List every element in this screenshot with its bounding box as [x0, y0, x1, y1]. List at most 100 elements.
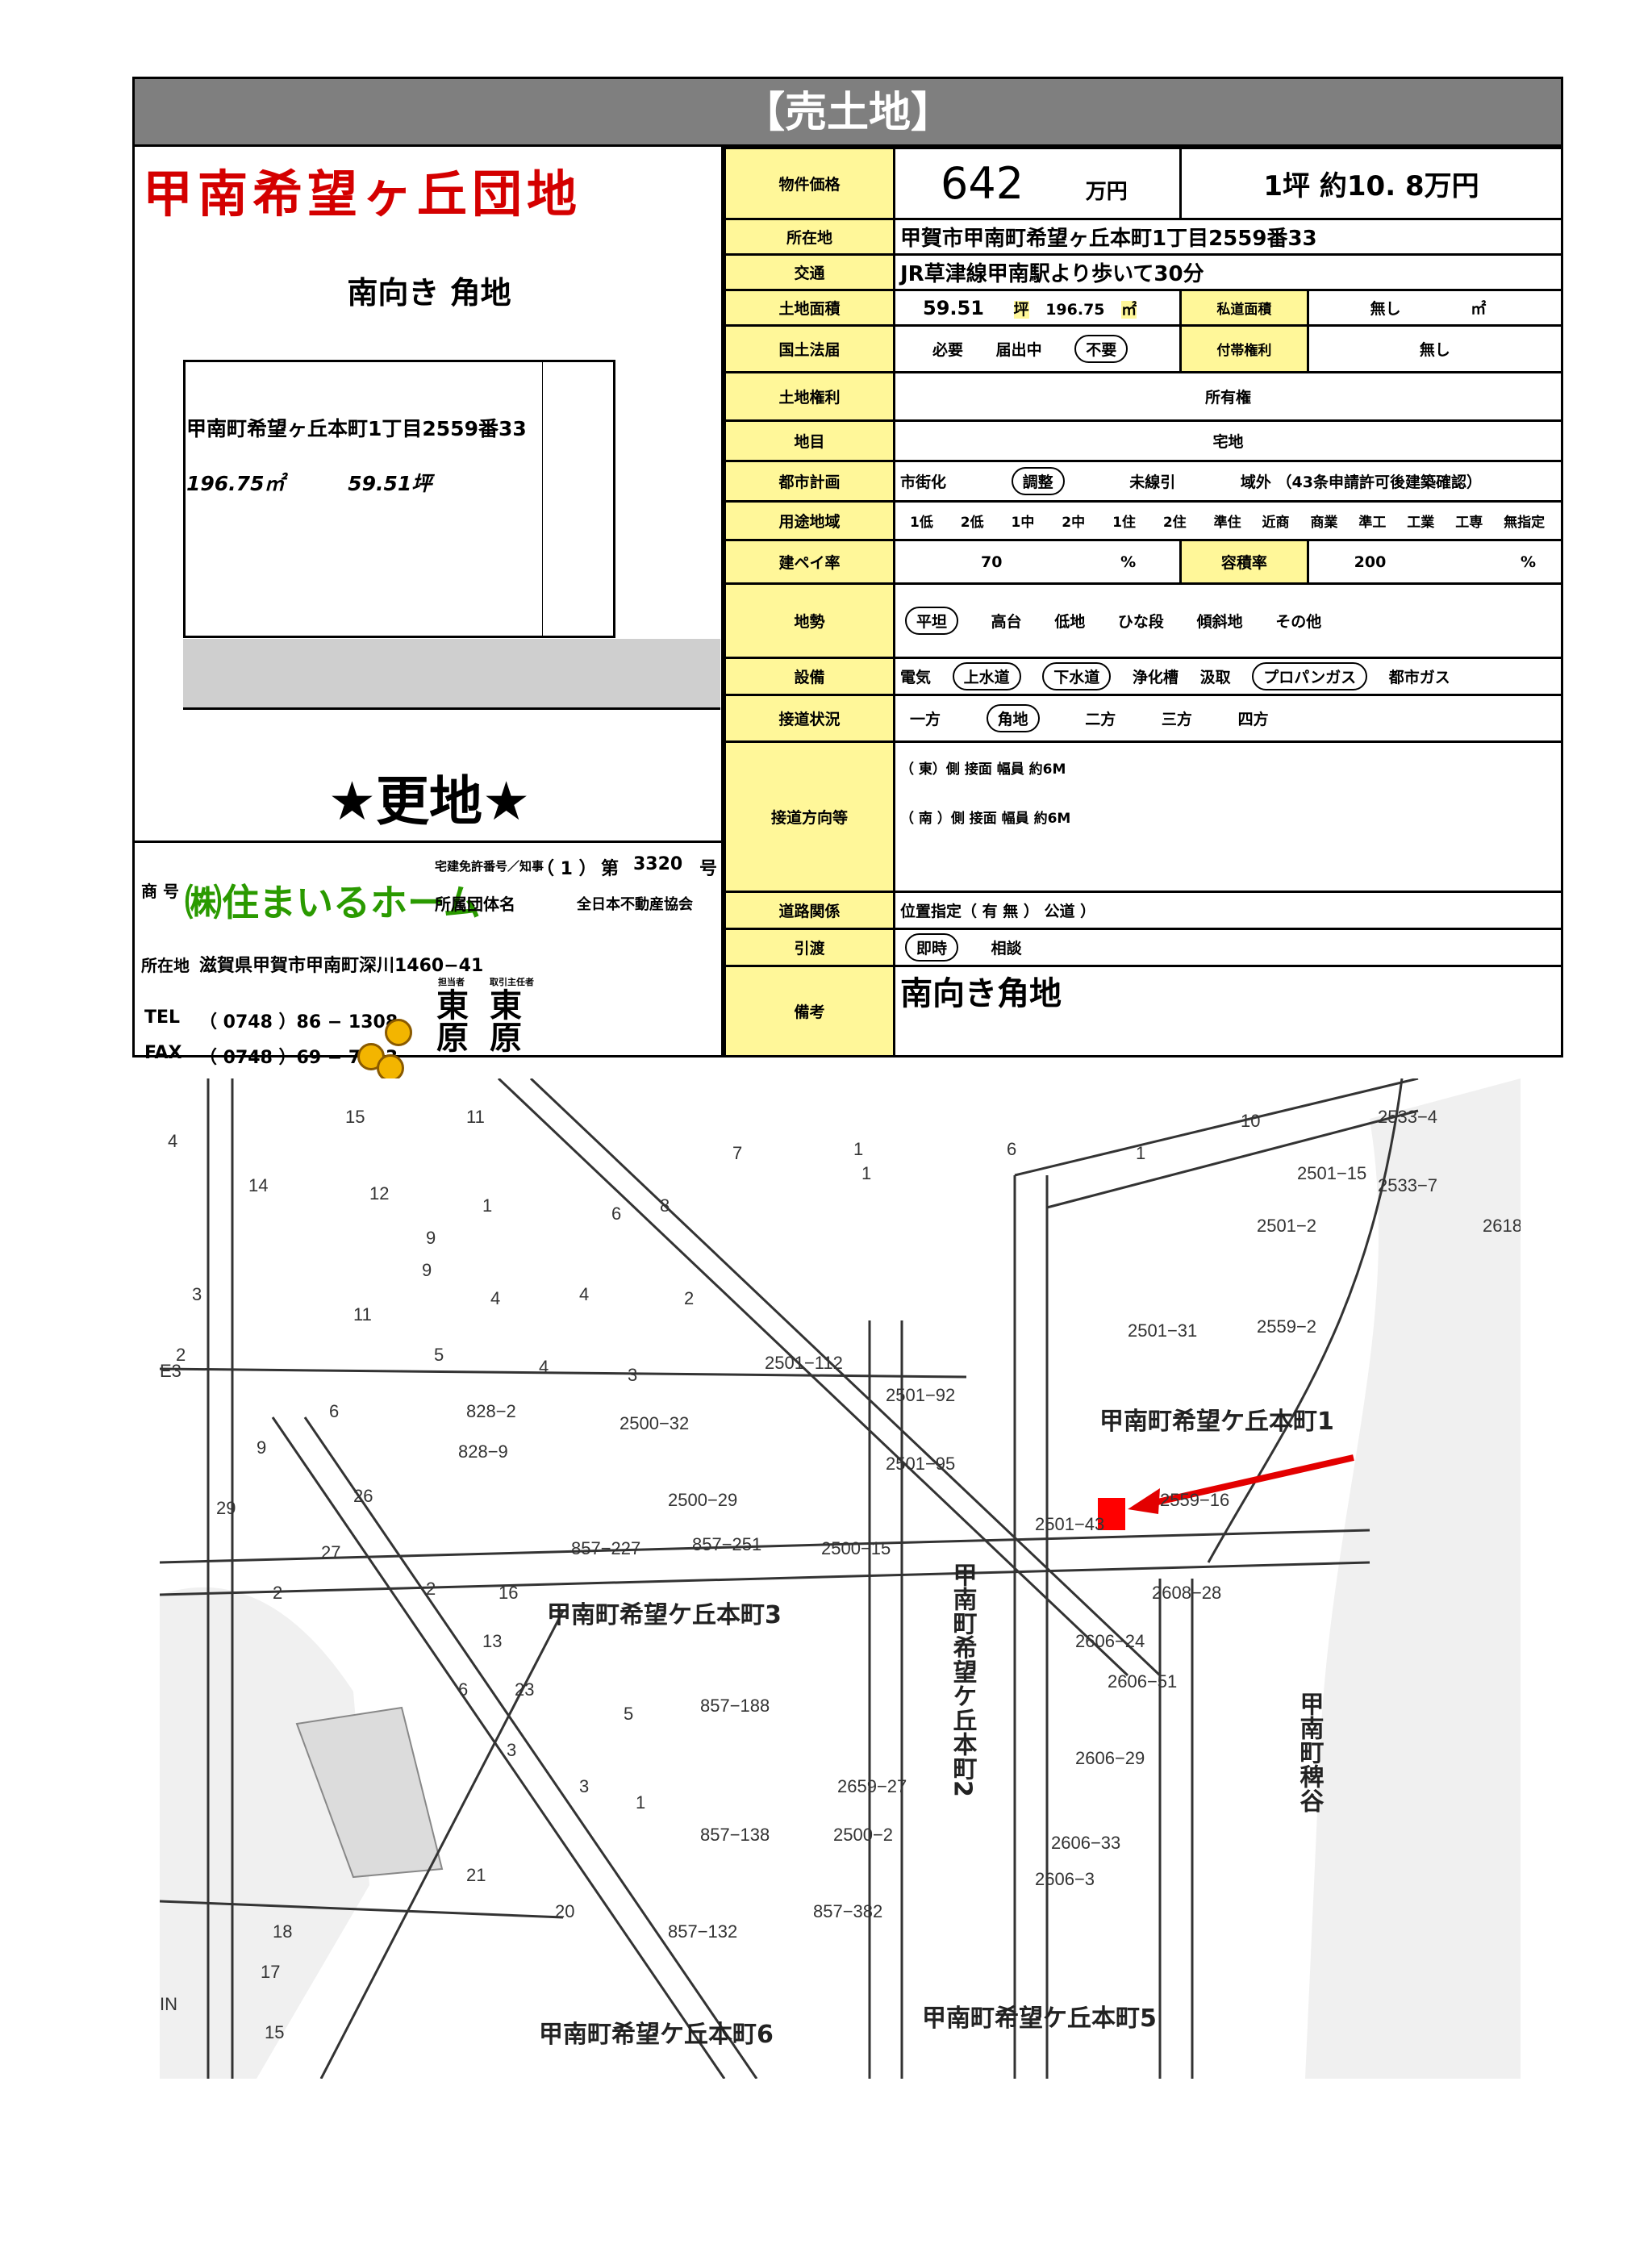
- map-area-label-vertical: 甲南町稗谷: [1295, 1692, 1325, 1813]
- development-title: 甲南希望ヶ丘団地: [143, 165, 582, 223]
- toshi-option: 市街化: [900, 473, 947, 491]
- map-lot-label: 2: [273, 1583, 282, 1603]
- map-road: [1046, 1109, 1419, 1209]
- staff-label: 担当者: [438, 977, 465, 987]
- map-lot-label: 2606−51: [1108, 1671, 1177, 1692]
- fax-label: FAX: [144, 1043, 182, 1063]
- location-label: 所在地: [724, 218, 895, 256]
- setsudo-dir-line: （ 東）側 接面 幅員 約6M: [900, 761, 1066, 778]
- setsubi-option-selected: プロパンガス: [1252, 662, 1368, 690]
- map-lot-label: 3: [628, 1365, 637, 1385]
- map-lot-label: 3: [507, 1740, 516, 1760]
- map-lot-label: 4: [539, 1357, 549, 1377]
- setsudo-option: 一方: [910, 711, 941, 728]
- map-lot-label: 9: [422, 1260, 432, 1280]
- area-tsubo: 59.51: [923, 296, 984, 319]
- youto-option: 2中: [1062, 515, 1086, 531]
- setsudo-option: 四方: [1237, 711, 1269, 728]
- left-panel: 甲南希望ヶ丘団地 南向き 角地 甲南町希望ヶ丘本町1丁目2559番33 196.…: [135, 147, 724, 1082]
- private-road-cell: 無し ㎡: [1306, 289, 1564, 327]
- map-lot-label: 6: [611, 1204, 621, 1224]
- map-lot-label: 1: [861, 1163, 871, 1183]
- map-lot-label: 2500−29: [668, 1490, 737, 1510]
- map-lot-label: 4: [168, 1131, 177, 1151]
- map-lot-label: 3: [192, 1284, 202, 1304]
- setsubi-options: 電気 上水道 下水道 浄化槽 汲取 プロパンガス 都市ガス: [893, 657, 1563, 696]
- youto-option: 工業: [1407, 515, 1435, 531]
- access-value: JR草津線甲南駅より歩いて30分: [893, 253, 1563, 291]
- license-number: 3320: [633, 854, 683, 874]
- plot-address: 甲南町希望ヶ丘本町1丁目2559番33: [186, 417, 527, 440]
- youto-label: 用途地域: [724, 500, 895, 541]
- map-lot-label: 9: [426, 1228, 436, 1248]
- rights-value: 所有権: [893, 371, 1563, 422]
- location-value: 甲賀市甲南町希望ヶ丘本町1丁目2559番33: [893, 218, 1563, 256]
- map-lot-label: 2501−2: [1257, 1216, 1316, 1236]
- price-label: 物件価格: [724, 147, 895, 220]
- road-label: 道路関係: [724, 891, 895, 930]
- company-logo: ㈱住まいるホーム: [185, 881, 481, 924]
- youto-option: 準住: [1213, 515, 1241, 531]
- map-lot-label: 828−2: [466, 1401, 516, 1421]
- kenpei-unit: %: [1120, 553, 1137, 571]
- hikiwatashi-option: 相談: [991, 940, 1022, 957]
- map-lot-label: 2606−24: [1075, 1631, 1145, 1651]
- tsubo-unit: 坪: [1013, 300, 1029, 319]
- map-lot-label: 1: [1136, 1143, 1145, 1163]
- toshi-label: 都市計画: [724, 460, 895, 503]
- youseki-value: 200: [1354, 553, 1387, 571]
- map-lot-label: 10: [1241, 1111, 1260, 1131]
- map-lot-label: 857−132: [668, 1921, 737, 1942]
- map-lot-label: 2501−112: [765, 1353, 843, 1373]
- setsudo-option-selected: 角地: [986, 704, 1040, 732]
- road-strip: [183, 639, 720, 710]
- map-lot-label: 2: [426, 1579, 436, 1599]
- map-lot-label: 2606−3: [1035, 1869, 1095, 1889]
- map-lot-label: 2501−95: [886, 1454, 955, 1474]
- map-lot-label: 2559−16: [1160, 1490, 1229, 1510]
- price-unit: 万円: [1085, 180, 1128, 204]
- setsubi-option: 汲取: [1199, 669, 1231, 686]
- map-lot-label: 13: [482, 1631, 502, 1651]
- assoc-label: 所属団体名: [435, 895, 515, 914]
- tel-number: （ 0748 ）86 − 1308: [199, 1012, 398, 1032]
- chimoku-value: 宅地: [893, 419, 1563, 462]
- map-lot-label: 857−251: [692, 1534, 761, 1554]
- spec-table: 物件価格 642 万円 1坪 約10. 8万円 所在地 甲賀市甲南町希望ヶ丘本町…: [724, 147, 1564, 1057]
- map-lot-label: 6: [329, 1401, 339, 1421]
- chisei-option: ひな段: [1117, 613, 1164, 631]
- youto-option: 2住: [1162, 515, 1187, 531]
- map-lot-label: 2: [176, 1345, 186, 1365]
- sheet-header: 【売土地】: [135, 79, 1561, 147]
- map-road: [319, 1610, 565, 2080]
- manager-label: 取引主任者: [490, 977, 534, 987]
- chisei-option: 傾斜地: [1196, 613, 1243, 631]
- m2-unit: ㎡: [1121, 300, 1137, 319]
- map-lot-label: 2608−28: [1152, 1583, 1221, 1603]
- map-road: [497, 1077, 1129, 1677]
- map-road: [159, 1367, 967, 1379]
- setsubi-option: 都市ガス: [1388, 669, 1450, 686]
- setsubi-label: 設備: [724, 657, 895, 696]
- map-lot-label: 18: [273, 1921, 292, 1942]
- map-lot-label: 14: [248, 1175, 268, 1195]
- kenpei-label: 建ペイ率: [724, 539, 895, 585]
- map-lot-label: 21: [466, 1865, 486, 1885]
- map-lot-label: E3: [160, 1361, 181, 1381]
- property-sheet: 【売土地】 甲南希望ヶ丘団地 南向き 角地 甲南町希望ヶ丘本町1丁目2559番3…: [132, 77, 1564, 1082]
- map-lot-label: 23: [515, 1679, 534, 1700]
- map-lot-label: 2606−29: [1075, 1748, 1145, 1768]
- map-area-label: 甲南町希望ケ丘本町5: [922, 2004, 1157, 2033]
- map-lot-label: 2618−4: [1483, 1216, 1521, 1236]
- license-dai: 第: [601, 859, 620, 879]
- youseki-unit: %: [1520, 553, 1536, 571]
- sunflower-icon: [377, 1054, 404, 1082]
- access-label: 交通: [724, 253, 895, 291]
- area-cell: 59.51 坪 196.75 ㎡: [893, 289, 1182, 327]
- youto-option: 近商: [1262, 515, 1290, 531]
- youseki-label: 容積率: [1179, 539, 1309, 585]
- map-lot-label: 12: [369, 1183, 389, 1204]
- price-value: 642: [941, 158, 1024, 209]
- youto-option: 商業: [1310, 515, 1338, 531]
- setsudo-option: 三方: [1161, 711, 1192, 728]
